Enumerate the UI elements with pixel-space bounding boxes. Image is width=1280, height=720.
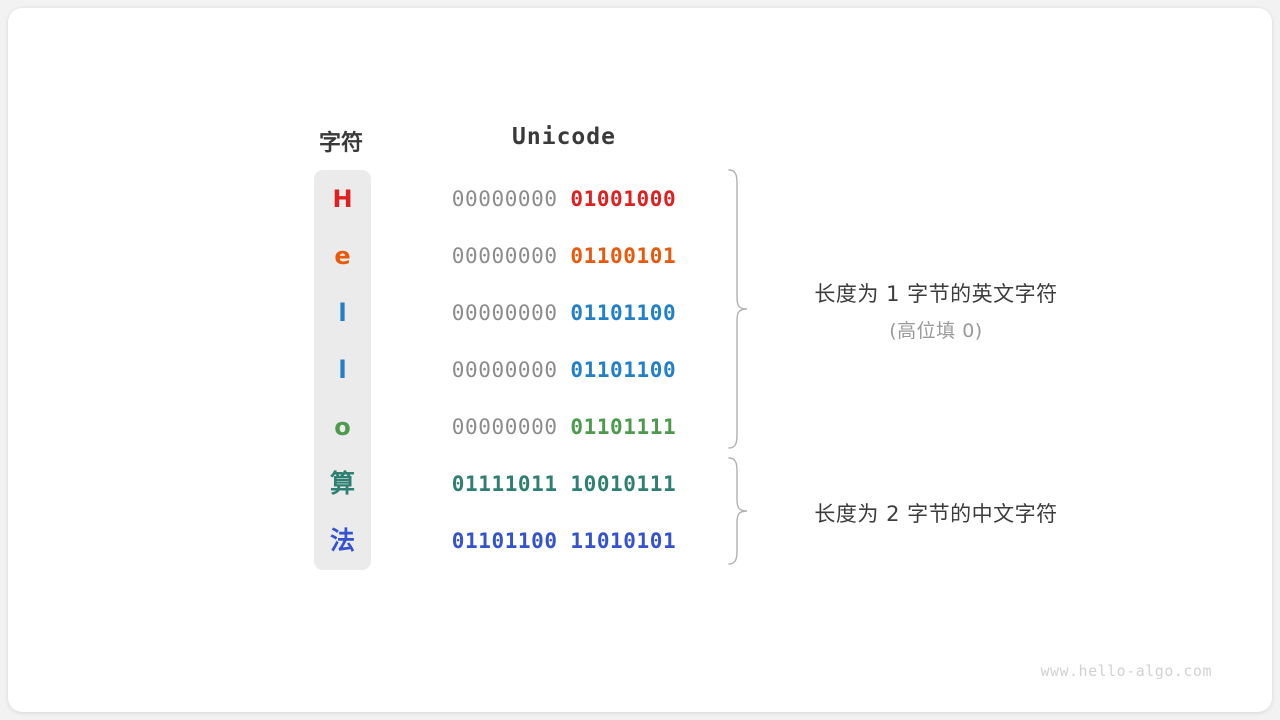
unicode-low-byte: 01001000 <box>570 187 677 211</box>
column-header-unicode: Unicode <box>512 124 616 150</box>
unicode-high-byte: 00000000 <box>451 244 558 268</box>
unicode-low-byte: 01101111 <box>570 415 677 439</box>
char-cell: e <box>334 242 351 270</box>
brace-path <box>728 169 748 449</box>
char-cell: l <box>338 356 347 384</box>
byte-separator <box>558 301 571 325</box>
byte-separator <box>558 529 571 553</box>
brace-single-byte <box>728 169 748 449</box>
watermark: www.hello-algo.com <box>1040 662 1212 680</box>
annotation-main-text: 长度为 2 字节的中文字符 <box>814 502 1058 526</box>
char-column-background <box>314 170 371 570</box>
unicode-binary-row: 01111011 10010111 <box>354 469 774 499</box>
unicode-low-byte: 01101100 <box>570 301 677 325</box>
unicode-high-byte: 01101100 <box>451 529 558 553</box>
unicode-binary-row: 01101100 11010101 <box>354 526 774 556</box>
annotation-main-text: 长度为 1 字节的英文字符 <box>814 282 1058 306</box>
char-cell: 算 <box>329 469 355 498</box>
byte-separator <box>558 244 571 268</box>
byte-separator <box>558 358 571 382</box>
char-cell: l <box>338 299 347 327</box>
unicode-low-byte: 01100101 <box>570 244 677 268</box>
unicode-binary-row: 00000000 01101100 <box>354 355 774 385</box>
unicode-high-byte: 00000000 <box>451 415 558 439</box>
unicode-binary-row: 00000000 01101100 <box>354 298 774 328</box>
byte-separator <box>558 187 571 211</box>
byte-separator <box>558 472 571 496</box>
annotation-block: 长度为 2 字节的中文字符 <box>726 498 1146 528</box>
unicode-binary-row: 00000000 01001000 <box>354 184 774 214</box>
unicode-high-byte: 00000000 <box>451 301 558 325</box>
byte-separator <box>558 415 571 439</box>
char-cell: H <box>332 185 353 213</box>
brace-double-byte <box>728 457 748 565</box>
unicode-binary-row: 00000000 01101111 <box>354 412 774 442</box>
unicode-binary-row: 00000000 01100101 <box>354 241 774 271</box>
unicode-high-byte: 00000000 <box>451 187 558 211</box>
annotation-sub-text: (高位填 0) <box>889 320 983 342</box>
column-header-char: 字符 <box>318 131 364 156</box>
annotation-block: 长度为 1 字节的英文字符 (高位填 0) <box>726 278 1146 343</box>
unicode-low-byte: 01101100 <box>570 358 677 382</box>
unicode-low-byte: 11010101 <box>570 529 677 553</box>
brace-path <box>728 457 748 565</box>
unicode-high-byte: 01111011 <box>451 472 558 496</box>
char-cell: 法 <box>329 526 355 555</box>
char-cell: o <box>334 413 351 441</box>
unicode-low-byte: 10010111 <box>570 472 677 496</box>
unicode-high-byte: 00000000 <box>451 358 558 382</box>
